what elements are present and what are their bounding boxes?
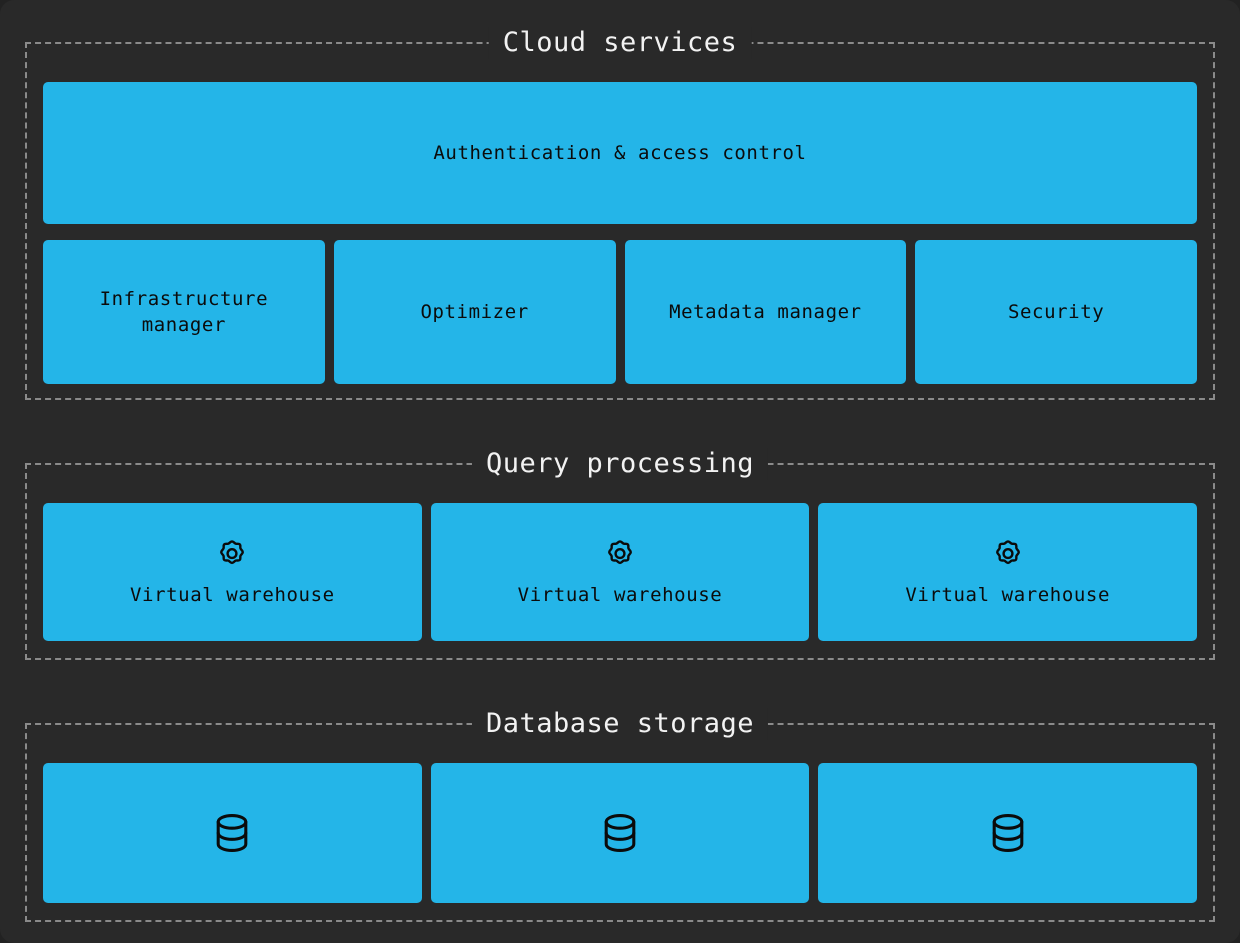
database-icon: [985, 810, 1031, 856]
gear-icon: [991, 537, 1025, 571]
node-security[interactable]: Security: [915, 240, 1197, 384]
node-authentication-access-control[interactable]: Authentication & access control: [43, 82, 1197, 224]
section-title-cloud-services: Cloud services: [488, 27, 752, 59]
node-label: Virtual warehouse: [130, 583, 335, 606]
cloud-services-bottom-row: Infrastructure manager Optimizer Metadat…: [43, 240, 1197, 384]
query-processing-row: Virtual warehouse Virtual warehouse: [43, 503, 1198, 641]
node-database-storage-3[interactable]: [818, 763, 1198, 903]
node-database-storage-2[interactable]: [430, 763, 810, 903]
node-label: Virtual warehouse: [517, 583, 723, 606]
section-database-storage: Database storage: [25, 708, 1215, 922]
database-icon: [209, 810, 255, 856]
node-label: Virtual warehouse: [905, 583, 1111, 606]
gear-icon: [603, 537, 637, 571]
node-infrastructure-manager[interactable]: Infrastructure manager: [43, 240, 325, 384]
node-metadata-manager[interactable]: Metadata manager: [624, 240, 907, 384]
node-label: Infrastructure manager: [99, 288, 269, 336]
database-storage-row: [43, 763, 1198, 903]
node-optimizer[interactable]: Optimizer: [333, 240, 616, 384]
section-title-database-storage: Database storage: [471, 708, 769, 740]
node-virtual-warehouse-3[interactable]: Virtual warehouse: [818, 503, 1198, 641]
node-label: Authentication & access control: [433, 142, 807, 164]
section-query-processing: Query processing Virtual warehouse: [25, 448, 1215, 660]
node-label: Optimizer: [420, 301, 529, 323]
node-virtual-warehouse-1[interactable]: Virtual warehouse: [43, 503, 422, 641]
node-virtual-warehouse-2[interactable]: Virtual warehouse: [430, 503, 810, 641]
section-cloud-services: Cloud services Authentication & access c…: [25, 27, 1215, 400]
node-label: Security: [1007, 301, 1105, 323]
database-icon: [597, 810, 643, 856]
node-label: Metadata manager: [669, 301, 862, 323]
node-database-storage-1[interactable]: [43, 763, 422, 903]
section-title-query-processing: Query processing: [471, 448, 769, 480]
cloud-services-top-row: Authentication & access control: [43, 82, 1197, 224]
gear-icon: [215, 537, 249, 571]
